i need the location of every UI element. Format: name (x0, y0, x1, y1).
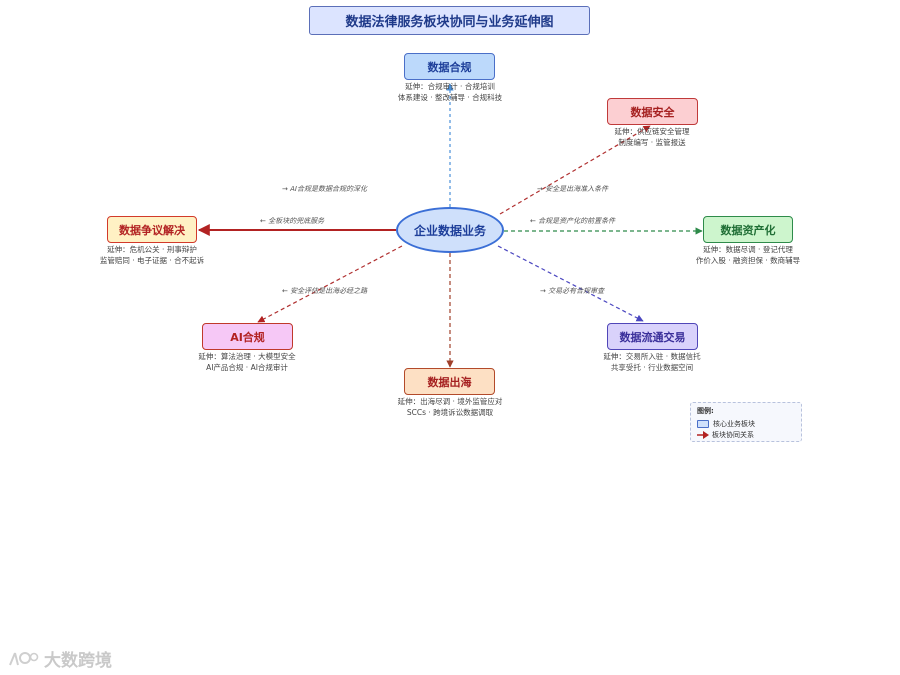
ext-trading-2: 共享受托 · 行业数据空间 (610, 363, 694, 372)
rel-dispute: ← 全板块的兜底服务 (260, 217, 325, 225)
rel-security: → 安全是出海准入条件 (537, 185, 609, 193)
node-overseas[interactable]: 数据出海 (404, 368, 495, 395)
ext-compliance-1: 延伸：合规审计 · 合规培训 (405, 82, 495, 91)
node-trading[interactable]: 数据流通交易 (607, 323, 698, 350)
ext-compliance-2: 体系建设 · 整改辅导 · 合规科技 (397, 93, 503, 102)
edge-trading (497, 245, 644, 322)
ext-assets-1: 延伸：数据尽调 · 登记代理 (703, 245, 793, 254)
rel-trading: → 交易必有合规审查 (540, 287, 605, 295)
node-security[interactable]: 数据安全 (607, 98, 698, 125)
watermark-text: 大数跨境 (44, 651, 112, 671)
ext-overseas-2: SCCs · 跨境诉讼数据调取 (406, 408, 494, 417)
ext-ai-2: AI产品合规 · AI合规审计 (206, 363, 288, 372)
ext-dispute-1: 延伸：危机公关 · 刑事辩护 (107, 245, 197, 254)
ext-assets-2: 作价入股 · 融资担保 · 数商辅导 (695, 256, 801, 265)
ext-security-2: 制度编写 · 监管报送 (618, 138, 686, 147)
legend-arrow-icon (697, 430, 709, 439)
rel-ai: ← 安全评估是出海必经之路 (282, 287, 368, 295)
diagram-title: 数据法律服务板块协同与业务延伸图 (309, 6, 590, 35)
legend: 图例: 核心业务板块 板块协同关系 (690, 402, 802, 442)
node-compliance[interactable]: 数据合规 (404, 53, 495, 80)
legend-core-swatch-icon (697, 419, 709, 428)
legend-relation-label: 板块协同关系 (712, 430, 754, 439)
ext-ai-1: 延伸：算法治理 · 大模型安全 (198, 352, 296, 361)
node-assets[interactable]: 数据资产化 (703, 216, 793, 243)
ext-security-1: 延伸：供应链安全管理 (614, 127, 690, 136)
legend-title: 图例: (697, 407, 714, 415)
watermark: 大数跨境 (8, 646, 112, 671)
edge-security (499, 125, 651, 215)
node-dispute[interactable]: 数据争议解决 (107, 216, 197, 243)
rel-assets: ← 合规是资产化的前置条件 (530, 217, 616, 225)
ext-dispute-2: 监管赔同 · 电子证据 · 合不起诉 (99, 256, 205, 265)
ext-overseas-1: 延伸：出海尽调 · 境外监管应对 (397, 397, 503, 406)
center-node[interactable]: 企业数据业务 (396, 207, 504, 253)
legend-core-label: 核心业务板块 (713, 419, 755, 428)
ext-trading-1: 延伸：交易所入驻 · 数据信托 (603, 352, 701, 361)
rel-compliance: → AI合规是数据合规的深化 (282, 185, 367, 193)
node-ai[interactable]: AI合规 (202, 323, 293, 350)
watermark-logo-icon (9, 651, 39, 665)
edge-ai (257, 245, 403, 323)
